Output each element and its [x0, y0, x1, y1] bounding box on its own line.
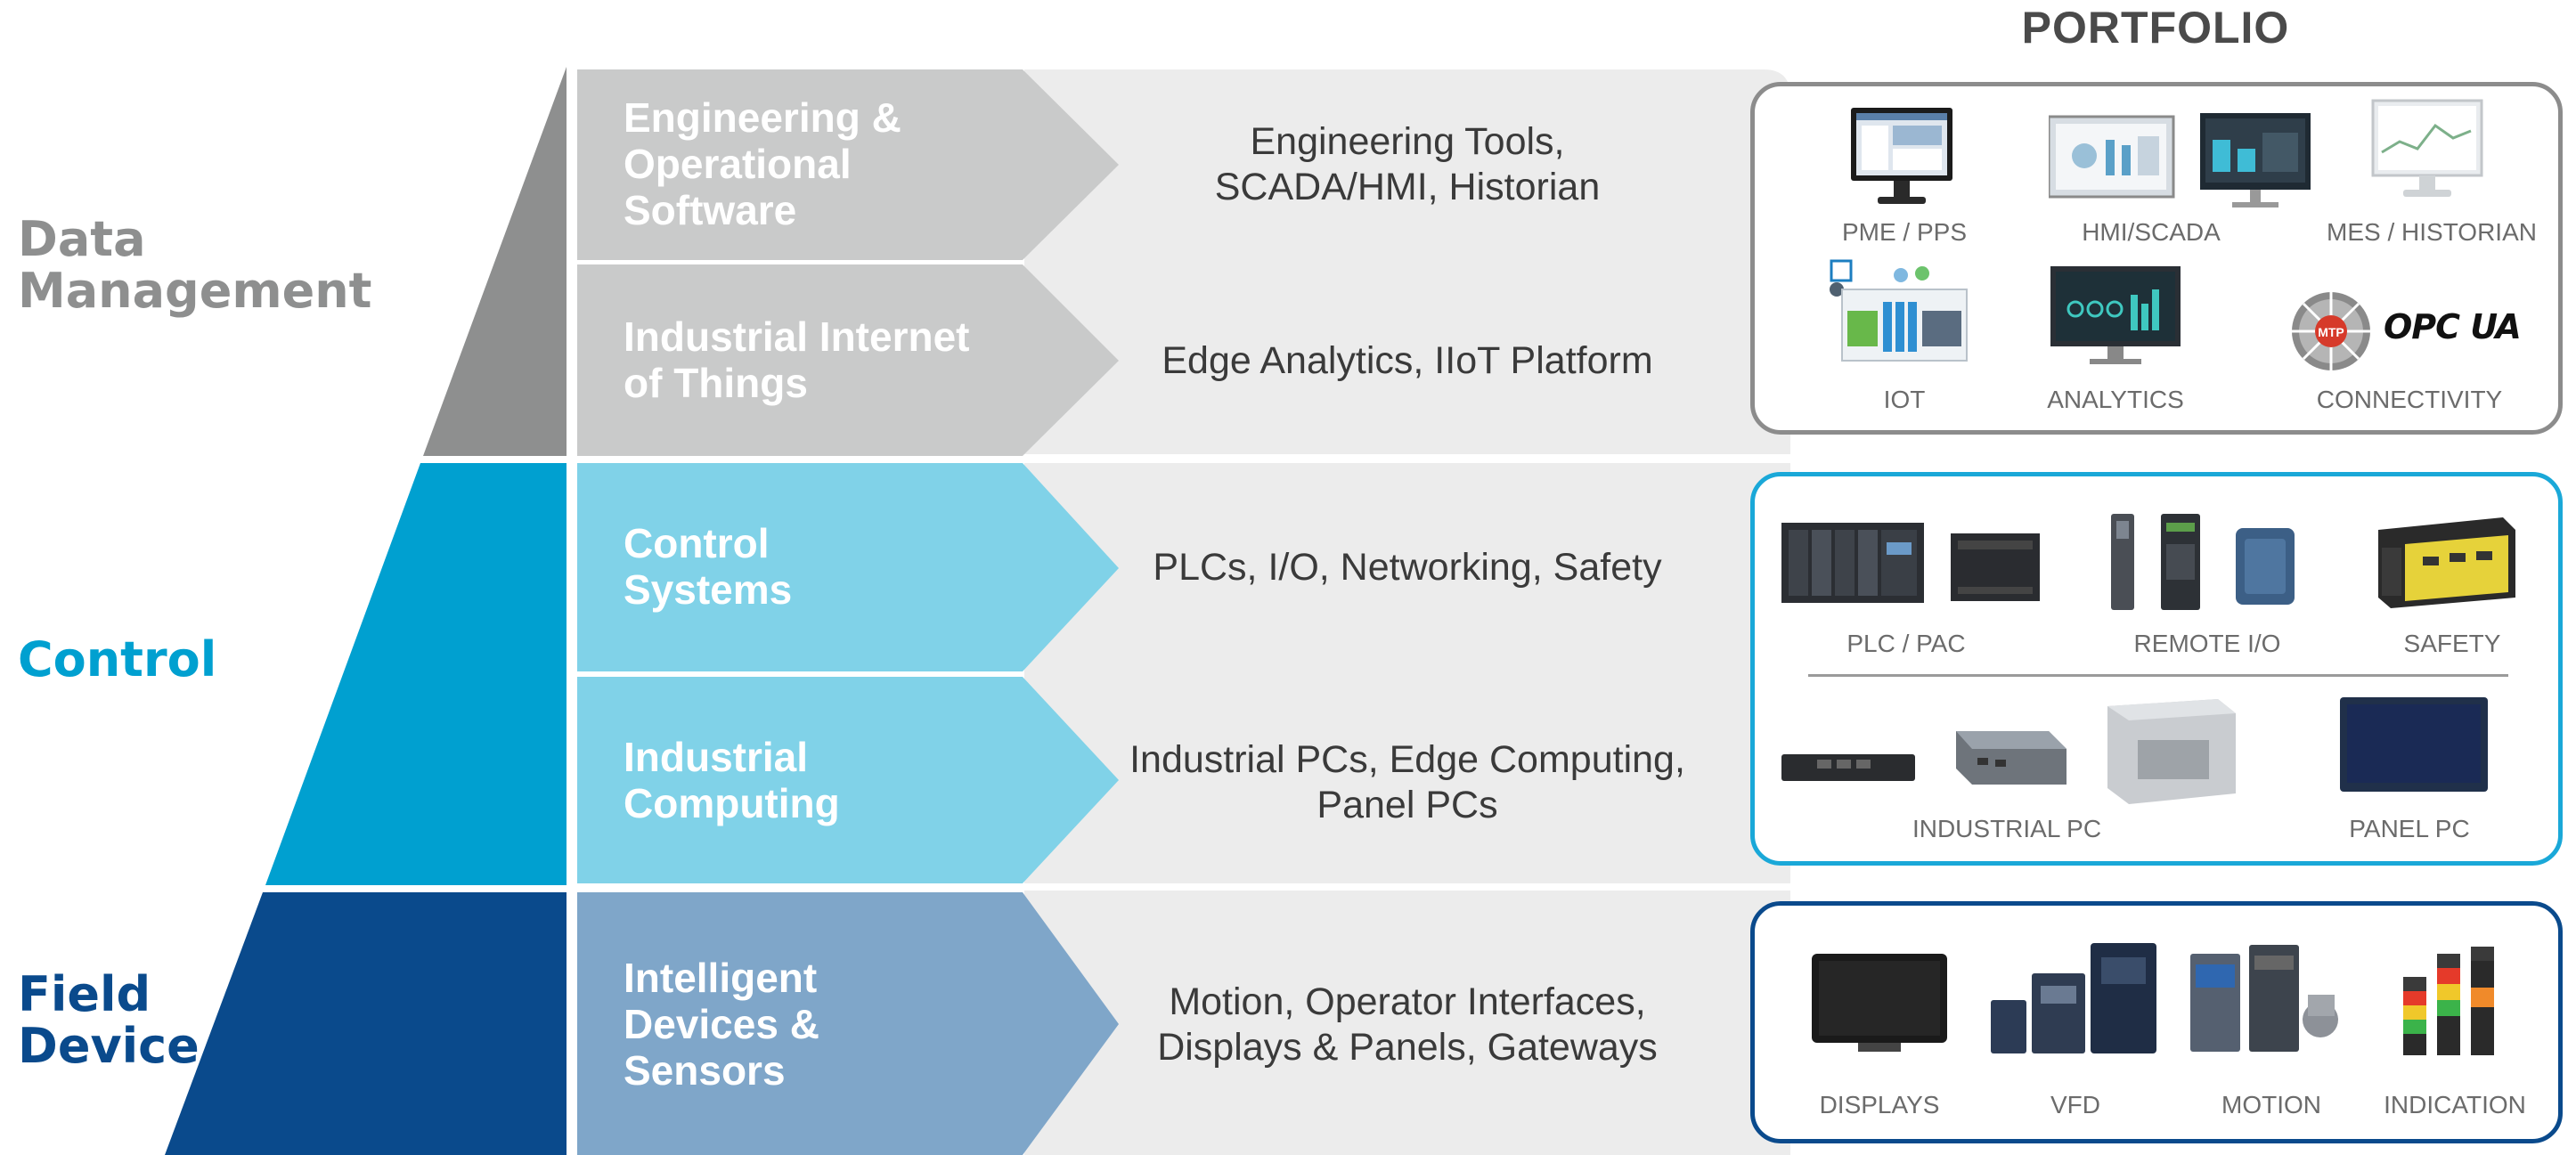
- row-label-iiot: Industrial Internet of Things: [624, 313, 970, 406]
- portfolio-item-displays: DISPLAYS: [1819, 1091, 1940, 1118]
- portfolio-title: PORTFOLIO: [2021, 3, 2290, 53]
- portfolio-item-motion: MOTION: [2221, 1091, 2321, 1118]
- iot-platform-image: [1828, 259, 1970, 370]
- pyramid-segment-control: [265, 463, 567, 885]
- portfolio-item-remote-io: REMOTE I/O: [2133, 630, 2281, 657]
- chevron-intelligent-devices: [577, 892, 1119, 1155]
- description-band-data: [1024, 69, 1790, 454]
- portfolio-item-panel-pc: PANEL PC: [2349, 815, 2470, 842]
- row-description-control-systems: PLCs, I/O, Networking, Safety: [1153, 546, 1662, 589]
- row-label-intelligent-devices: Intelligent Devices & Sensors: [624, 955, 819, 1094]
- hmi-scada-screens-image: [2047, 113, 2316, 216]
- portfolio-box-control: PLC / PAC REMOTE I/O SAFETY INDUSTRIAL P…: [1750, 472, 2563, 866]
- row-label-control-systems: Control Systems: [624, 520, 793, 613]
- mes-historian-monitor-image: [2369, 99, 2485, 208]
- chevron-industrial-computing: [577, 677, 1119, 883]
- opc-ua-logo: OPC UA: [2384, 307, 2522, 346]
- row-description-engineering-software: Engineering Tools, SCADA/HMI, Historian: [1214, 120, 1601, 208]
- portfolio-item-indication: INDICATION: [2384, 1091, 2526, 1118]
- vfd-image: [1991, 938, 2160, 1067]
- row-description-iiot: Edge Analytics, IIoT Platform: [1162, 339, 1653, 382]
- level-label-data-management: Data Management: [18, 211, 372, 319]
- portfolio-item-iot: IOT: [1883, 386, 1926, 413]
- plc-pac-image: [1781, 516, 2049, 618]
- pme-monitor-image: [1844, 104, 1960, 217]
- portfolio-box-data-management: PME / PPS HMI/SCADA MES / HISTORIAN: [1750, 82, 2563, 435]
- remote-io-image: [2111, 508, 2298, 620]
- level-label-field-device: Field Device: [18, 966, 200, 1074]
- chevron-engineering-software: [577, 69, 1119, 260]
- portfolio-box-field-device: DISPLAYS VFD MOTION INDICATION: [1750, 901, 2563, 1143]
- description-band-field: [1024, 891, 1790, 1155]
- row-description-intelligent-devices: Motion, Operator Interfaces, Displays & …: [1157, 980, 1658, 1069]
- industrial-pc-image: [1781, 695, 2245, 816]
- row-description-industrial-computing: Industrial PCs, Edge Computing, Panel PC…: [1129, 738, 1685, 826]
- safety-controller-image: [2369, 512, 2521, 614]
- chevron-control-systems: [577, 463, 1119, 671]
- level-label-control: Control: [18, 631, 217, 687]
- row-label-engineering-software: Engineering & Operational Software: [624, 94, 901, 233]
- description-band-control: [1024, 463, 1790, 883]
- portfolio-item-safety: SAFETY: [2403, 630, 2501, 657]
- pyramid-segment-field-device: [165, 892, 567, 1155]
- analytics-monitor-image: [2049, 264, 2182, 374]
- display-image: [1808, 950, 1951, 1061]
- portfolio-item-hmi-scada: HMI/SCADA: [2082, 218, 2221, 246]
- portfolio-item-pme: PME / PPS: [1841, 218, 1968, 246]
- mtp-badge-text: MTP: [2318, 325, 2344, 339]
- pyramid-segment-data-management: [423, 67, 567, 456]
- portfolio-item-vfd: VFD: [2050, 1091, 2100, 1118]
- portfolio-item-mes-historian: MES / HISTORIAN: [2327, 218, 2537, 246]
- motion-image: [2187, 941, 2347, 1061]
- portfolio-item-connectivity: CONNECTIVITY: [2316, 386, 2503, 413]
- row-label-industrial-computing: Industrial Computing: [624, 734, 840, 826]
- portfolio-item-industrial-pc: INDUSTRIAL PC: [1912, 815, 2102, 842]
- panel-pc-image: [2338, 695, 2490, 800]
- portfolio-item-plc-pac: PLC / PAC: [1846, 630, 1966, 657]
- chevron-iiot: [577, 264, 1119, 456]
- portfolio-item-analytics: ANALYTICS: [2047, 386, 2184, 413]
- control-divider: [1808, 674, 2508, 677]
- indication-stack-lights-image: [2394, 941, 2510, 1070]
- mtp-badge: MTP: [2289, 289, 2373, 378]
